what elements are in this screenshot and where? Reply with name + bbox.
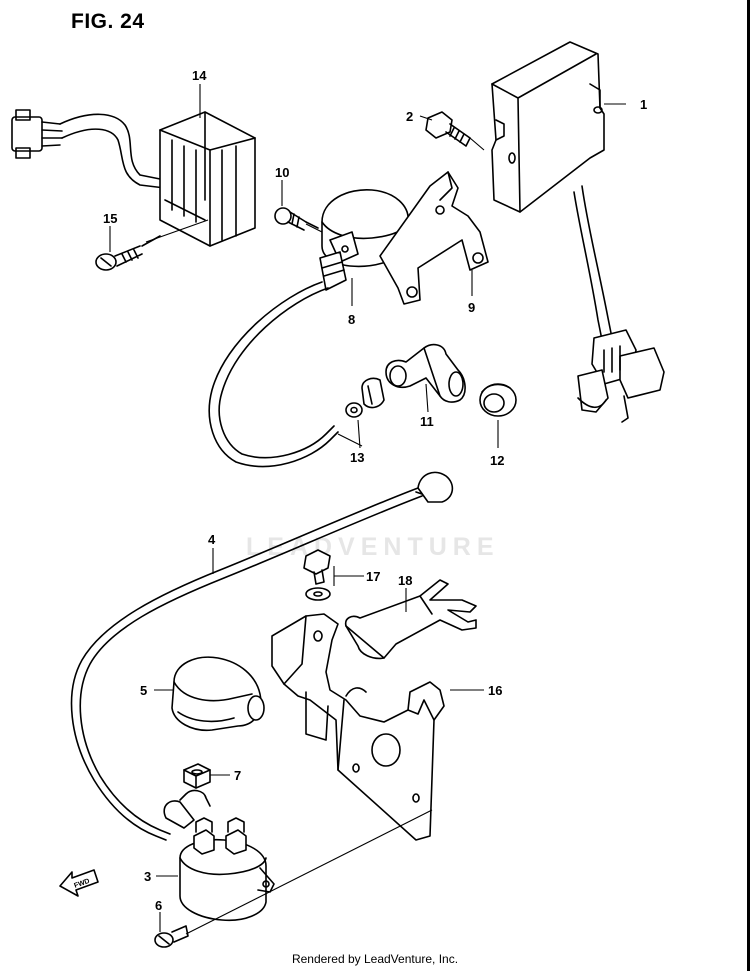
high-tension-wire [208, 281, 339, 468]
part-6-screw[interactable] [154, 925, 189, 948]
part-17-bolt[interactable] [303, 549, 331, 601]
page-edge [747, 0, 750, 971]
callout-4: 4 [208, 532, 216, 547]
part-9-bracket[interactable] [379, 171, 489, 305]
part-10-screw[interactable] [274, 207, 319, 231]
part-4-starter-cable[interactable] [70, 471, 454, 841]
callout-leads [109, 84, 626, 932]
part-5-terminal-cover[interactable] [171, 656, 265, 732]
callout-3: 3 [144, 869, 151, 884]
watermark-text: LEADVENTURE [246, 533, 500, 561]
part-11-plug-cap[interactable] [385, 343, 466, 403]
callout-1: 1 [640, 97, 647, 112]
callout-2: 2 [406, 109, 413, 124]
leader-lines [145, 137, 485, 935]
callout-16: 16 [488, 683, 502, 698]
figure-title: FIG. 24 [71, 10, 145, 33]
callout-5: 5 [140, 683, 147, 698]
footer-credit: Rendered by LeadVenture, Inc. [291, 952, 459, 966]
callout-9: 9 [468, 300, 475, 315]
part-16-bracket[interactable] [271, 613, 445, 841]
callout-12: 12 [490, 453, 504, 468]
callout-18: 18 [398, 573, 412, 588]
part-18-clamp[interactable] [344, 579, 477, 660]
callout-6: 6 [155, 898, 162, 913]
part-13-washer[interactable] [345, 377, 385, 418]
part-14-regulator[interactable] [11, 109, 256, 247]
callout-14: 14 [192, 68, 207, 83]
part-2-bolt[interactable] [425, 111, 471, 147]
part-15-screw[interactable] [95, 235, 161, 271]
part-1-cdi-unit[interactable] [491, 41, 665, 423]
callout-15: 15 [103, 211, 117, 226]
part-12-cap[interactable] [479, 383, 517, 417]
callout-17: 17 [366, 569, 380, 584]
callout-11: 11 [420, 414, 434, 429]
callout-13: 13 [350, 450, 364, 465]
callout-numbers: 1 2 14 15 10 8 9 11 12 13 4 17 18 16 5 7… [103, 68, 647, 913]
callout-7: 7 [234, 768, 241, 783]
callout-8: 8 [348, 312, 355, 327]
callout-10: 10 [275, 165, 289, 180]
forward-direction-arrow: FWD [59, 869, 99, 897]
part-3-starter-relay[interactable] [163, 789, 275, 922]
part-7-nut[interactable] [183, 763, 211, 789]
